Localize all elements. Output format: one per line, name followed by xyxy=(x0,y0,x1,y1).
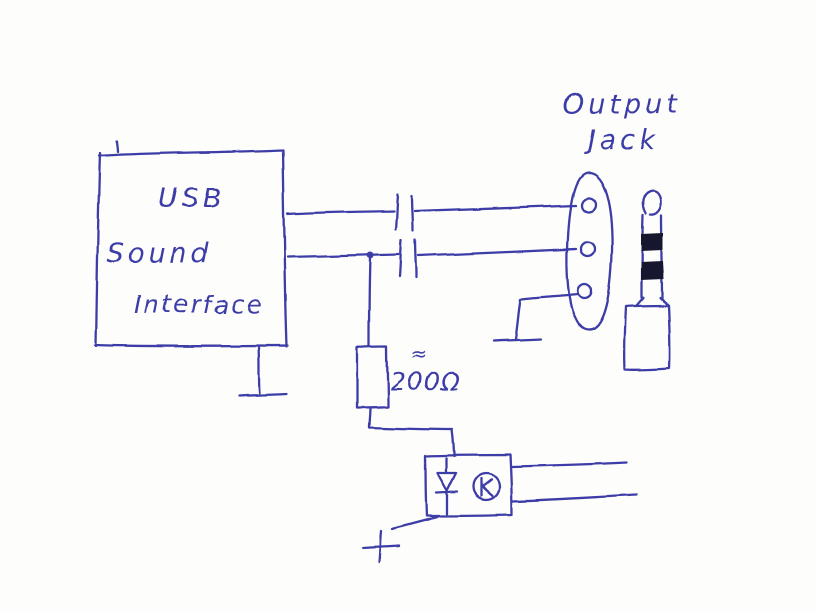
jack-contact-sleeve xyxy=(576,282,594,300)
plug-neck xyxy=(635,296,670,308)
led-symbol xyxy=(434,456,459,516)
usb-sound-interface-box xyxy=(93,139,290,349)
plug-insulator-band-2 xyxy=(641,261,664,280)
trs-plug-icon xyxy=(623,189,671,371)
device-label-line2: Sound xyxy=(107,238,212,269)
plug-insulator-band-1 xyxy=(641,233,663,251)
wire-opto-to-plus xyxy=(390,515,439,531)
resistor-box xyxy=(355,344,390,410)
wire-right-bottom xyxy=(416,247,578,258)
optocoupler xyxy=(423,453,514,518)
plug-tip xyxy=(642,189,663,216)
coupling-capacitor-top xyxy=(394,193,415,233)
output-jack-label-line1: Output xyxy=(563,89,681,120)
plug-body xyxy=(623,304,671,371)
device-label-line1: USB xyxy=(158,183,225,214)
wire-right-top xyxy=(413,203,578,213)
wire-left-top xyxy=(286,209,396,216)
optocoupler-box xyxy=(423,453,514,518)
phototransistor-symbol xyxy=(471,472,501,502)
plus-terminal xyxy=(361,529,401,564)
device-label-line3: Interface xyxy=(134,290,264,319)
ink-layer xyxy=(93,139,671,564)
junction-dot xyxy=(366,251,374,259)
opto-output-wire-top xyxy=(510,461,628,469)
resistor-value-label: 200Ω xyxy=(390,367,461,396)
coupling-capacitor-bottom xyxy=(397,238,418,279)
jack-contact-tip xyxy=(580,196,598,214)
ground-symbol-device xyxy=(237,346,289,398)
ground-symbol-jack xyxy=(492,292,580,343)
resistor-approx-label: ≈ xyxy=(410,342,427,366)
wire-junction-to-resistor xyxy=(367,256,372,348)
jack-contact-ring xyxy=(579,240,597,258)
opto-output-wire-bottom xyxy=(510,493,638,503)
wire-resistor-to-opto xyxy=(367,406,456,458)
plug-shaft xyxy=(640,213,664,300)
output-jack-label-line2: Jack xyxy=(583,125,659,156)
wire-left-bottom xyxy=(286,252,400,259)
output-jack-body xyxy=(565,171,614,332)
label-layer: USB Sound Interface Output Jack ≈ 200Ω xyxy=(107,89,681,396)
